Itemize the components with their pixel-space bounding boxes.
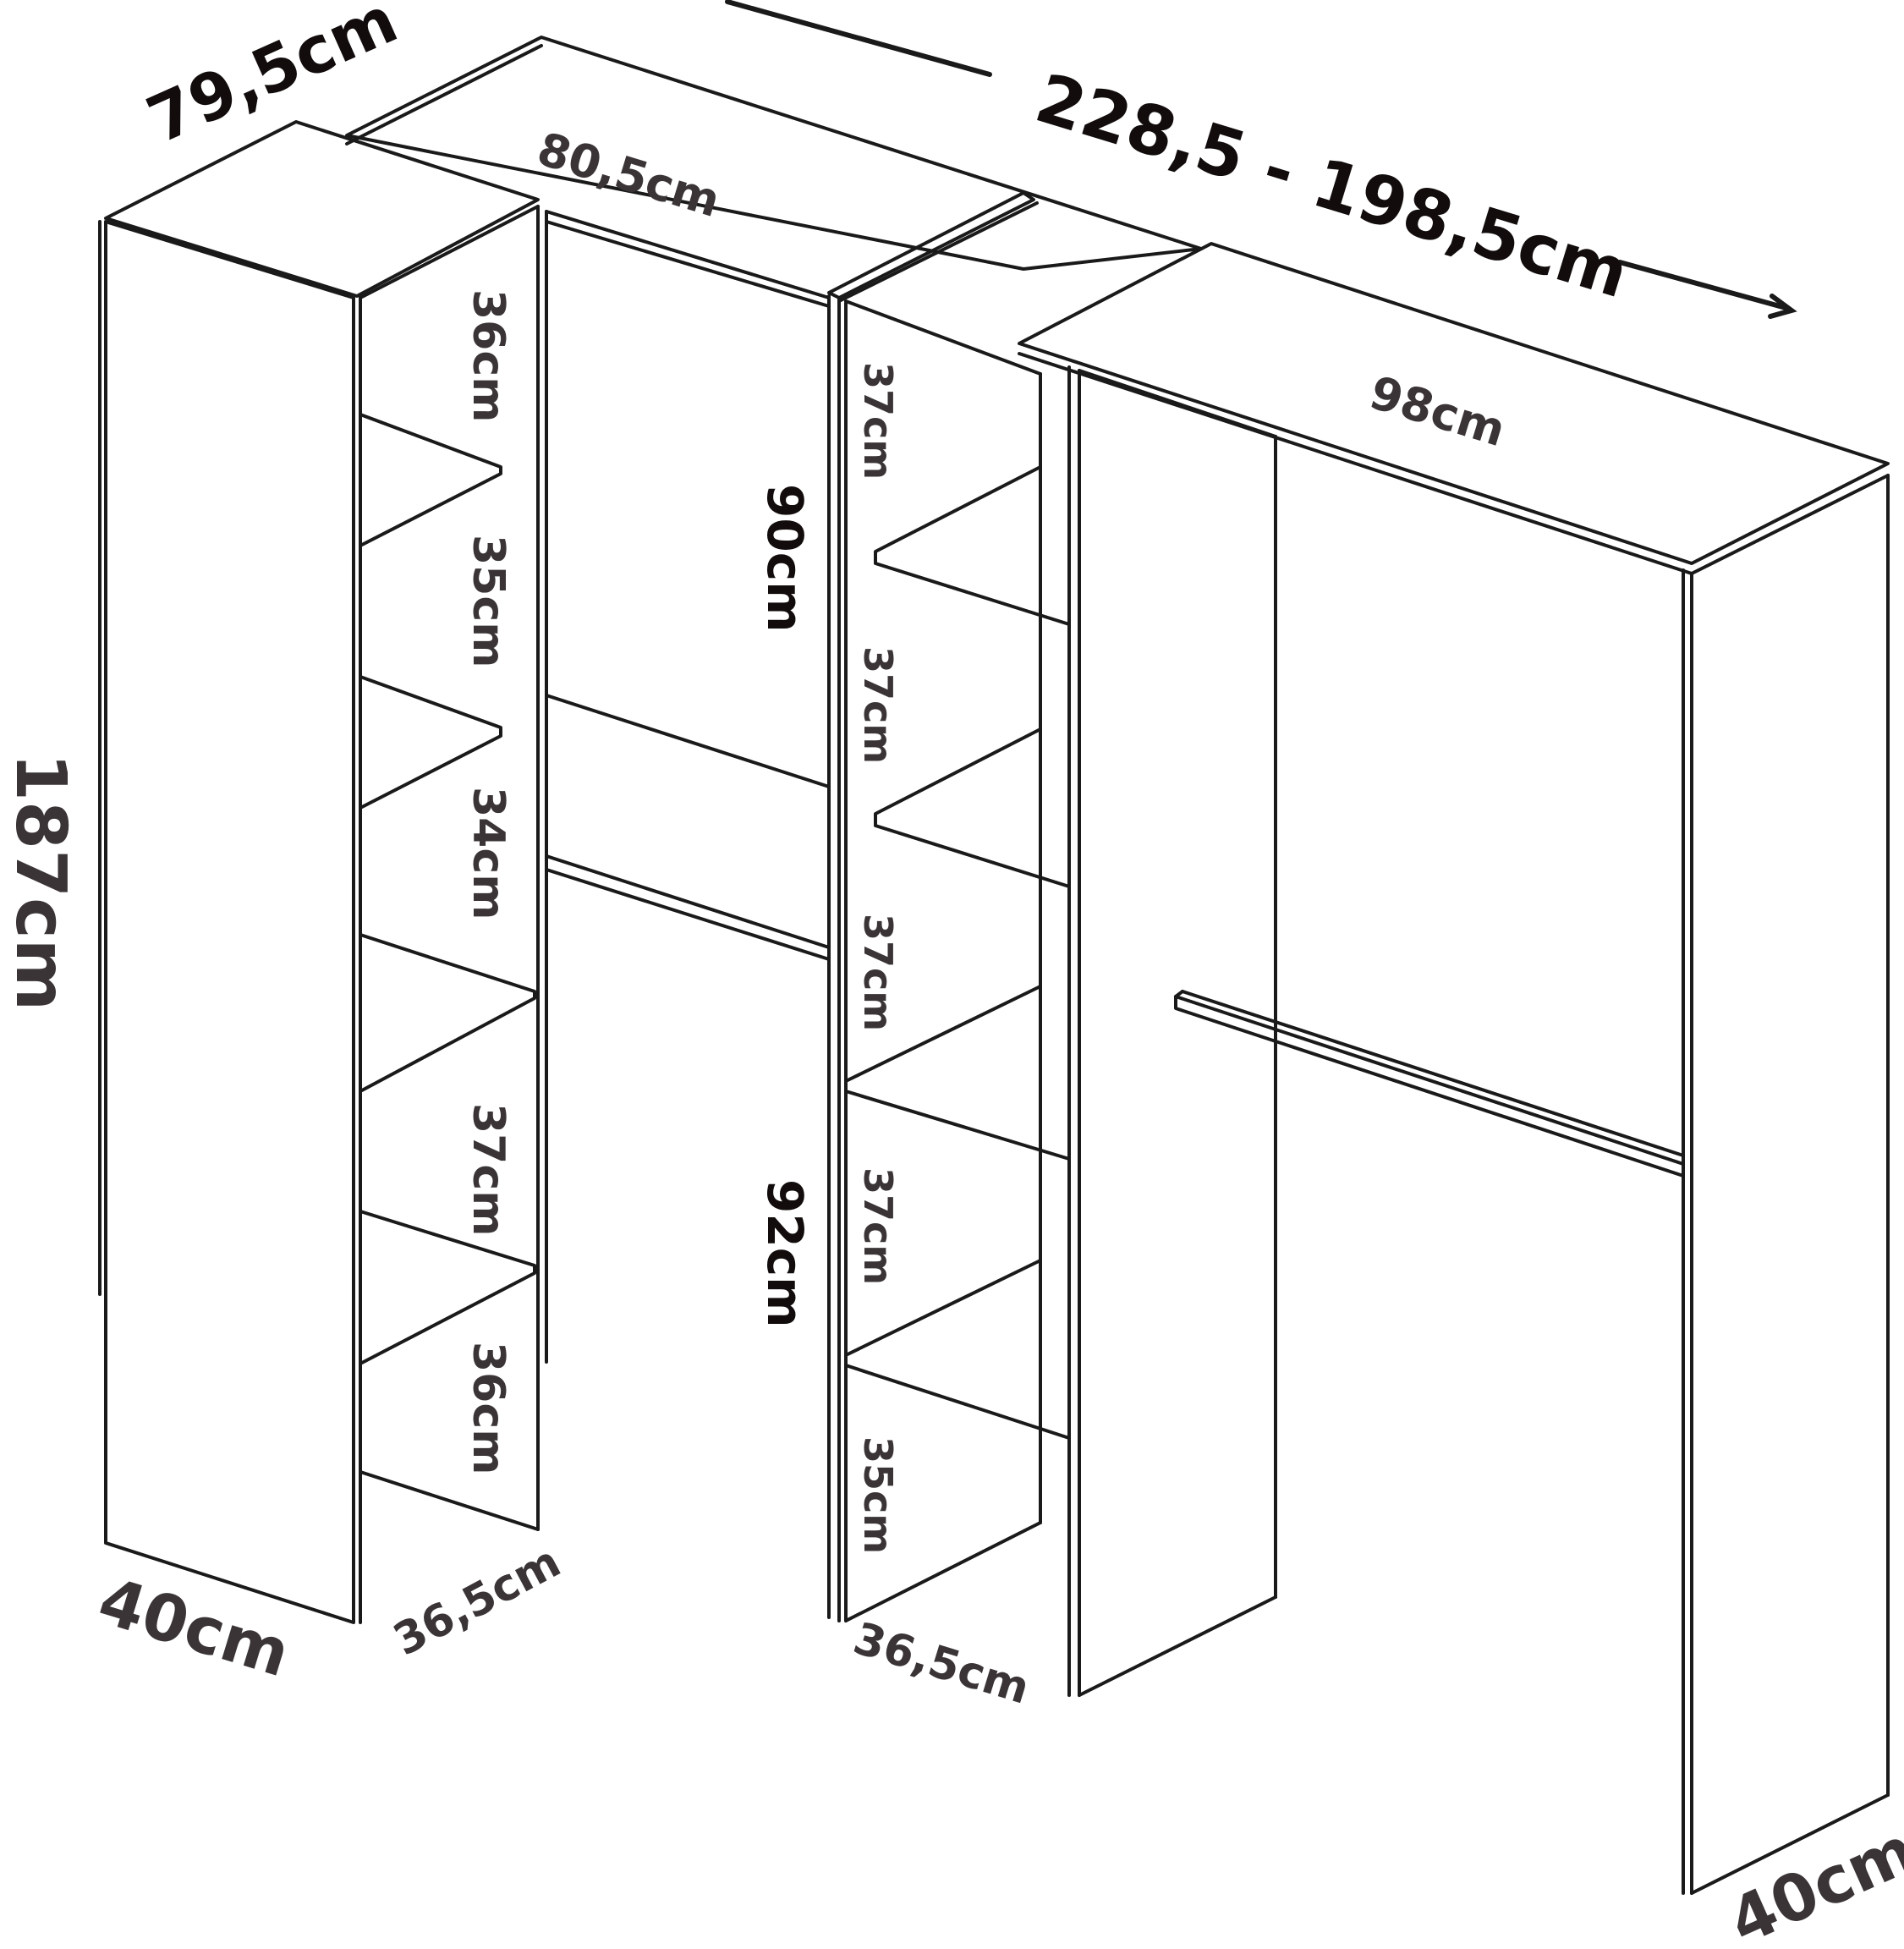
label-module-right-width: 98cm <box>1364 365 1512 457</box>
right-shelf-height-1: 37cm <box>855 362 901 480</box>
left-shelf-height-2: 35cm <box>463 535 513 667</box>
label-shelf-depth-right: 36,5cm <box>848 1613 1035 1715</box>
arrow-right-line <box>1617 260 1792 311</box>
right-hanging-module <box>1018 242 1890 1895</box>
right-shelf-4 <box>844 1259 1071 1440</box>
arrow-right-head <box>1768 294 1797 319</box>
middle-divider <box>827 191 1039 1622</box>
label-height: 187cm <box>0 753 80 1011</box>
right-shelf-height-5: 35cm <box>855 1436 901 1554</box>
left-shelf-height-3: 34cm <box>463 787 513 920</box>
left-shelf-4 <box>359 1210 536 1365</box>
label-module-left-width: 80,5cm <box>531 122 726 228</box>
left-tower <box>98 120 548 1624</box>
right-shelf-tower <box>844 299 1071 1622</box>
right-shelf-3 <box>844 985 1071 1161</box>
left-shelf-height-4: 37cm <box>463 1103 513 1236</box>
right-top-board <box>1018 242 1890 565</box>
right-shelf-height-2: 37cm <box>855 646 901 764</box>
width-arrows <box>725 0 1797 319</box>
arrow-left-line <box>725 0 992 77</box>
label-total-width: 228,5 - 198,5cm <box>1027 58 1637 313</box>
hanging-rail <box>1174 995 1685 1178</box>
left-shelf-height-1: 36cm <box>463 289 513 422</box>
label-depth-front-left: 40cm <box>91 1562 299 1691</box>
left-tower-top <box>104 120 540 298</box>
label-hang-lower: 92cm <box>756 1179 814 1328</box>
left-hanging-module <box>545 210 831 961</box>
left-shelf-3 <box>359 933 536 1093</box>
left-tower-side <box>104 220 355 1624</box>
label-shelf-depth-left: 36,5cm <box>386 1536 569 1666</box>
left-shelf-2 <box>359 675 502 810</box>
right-shelf-height-4: 37cm <box>855 1167 901 1285</box>
left-shelf-1 <box>359 413 502 547</box>
right-shelf-height-3: 37cm <box>855 914 901 1031</box>
right-shelf-2 <box>874 727 1071 888</box>
right-shelf-1 <box>874 465 1071 626</box>
label-hang-upper: 90cm <box>756 484 814 633</box>
left-shelf-height-5: 36cm <box>463 1342 513 1474</box>
